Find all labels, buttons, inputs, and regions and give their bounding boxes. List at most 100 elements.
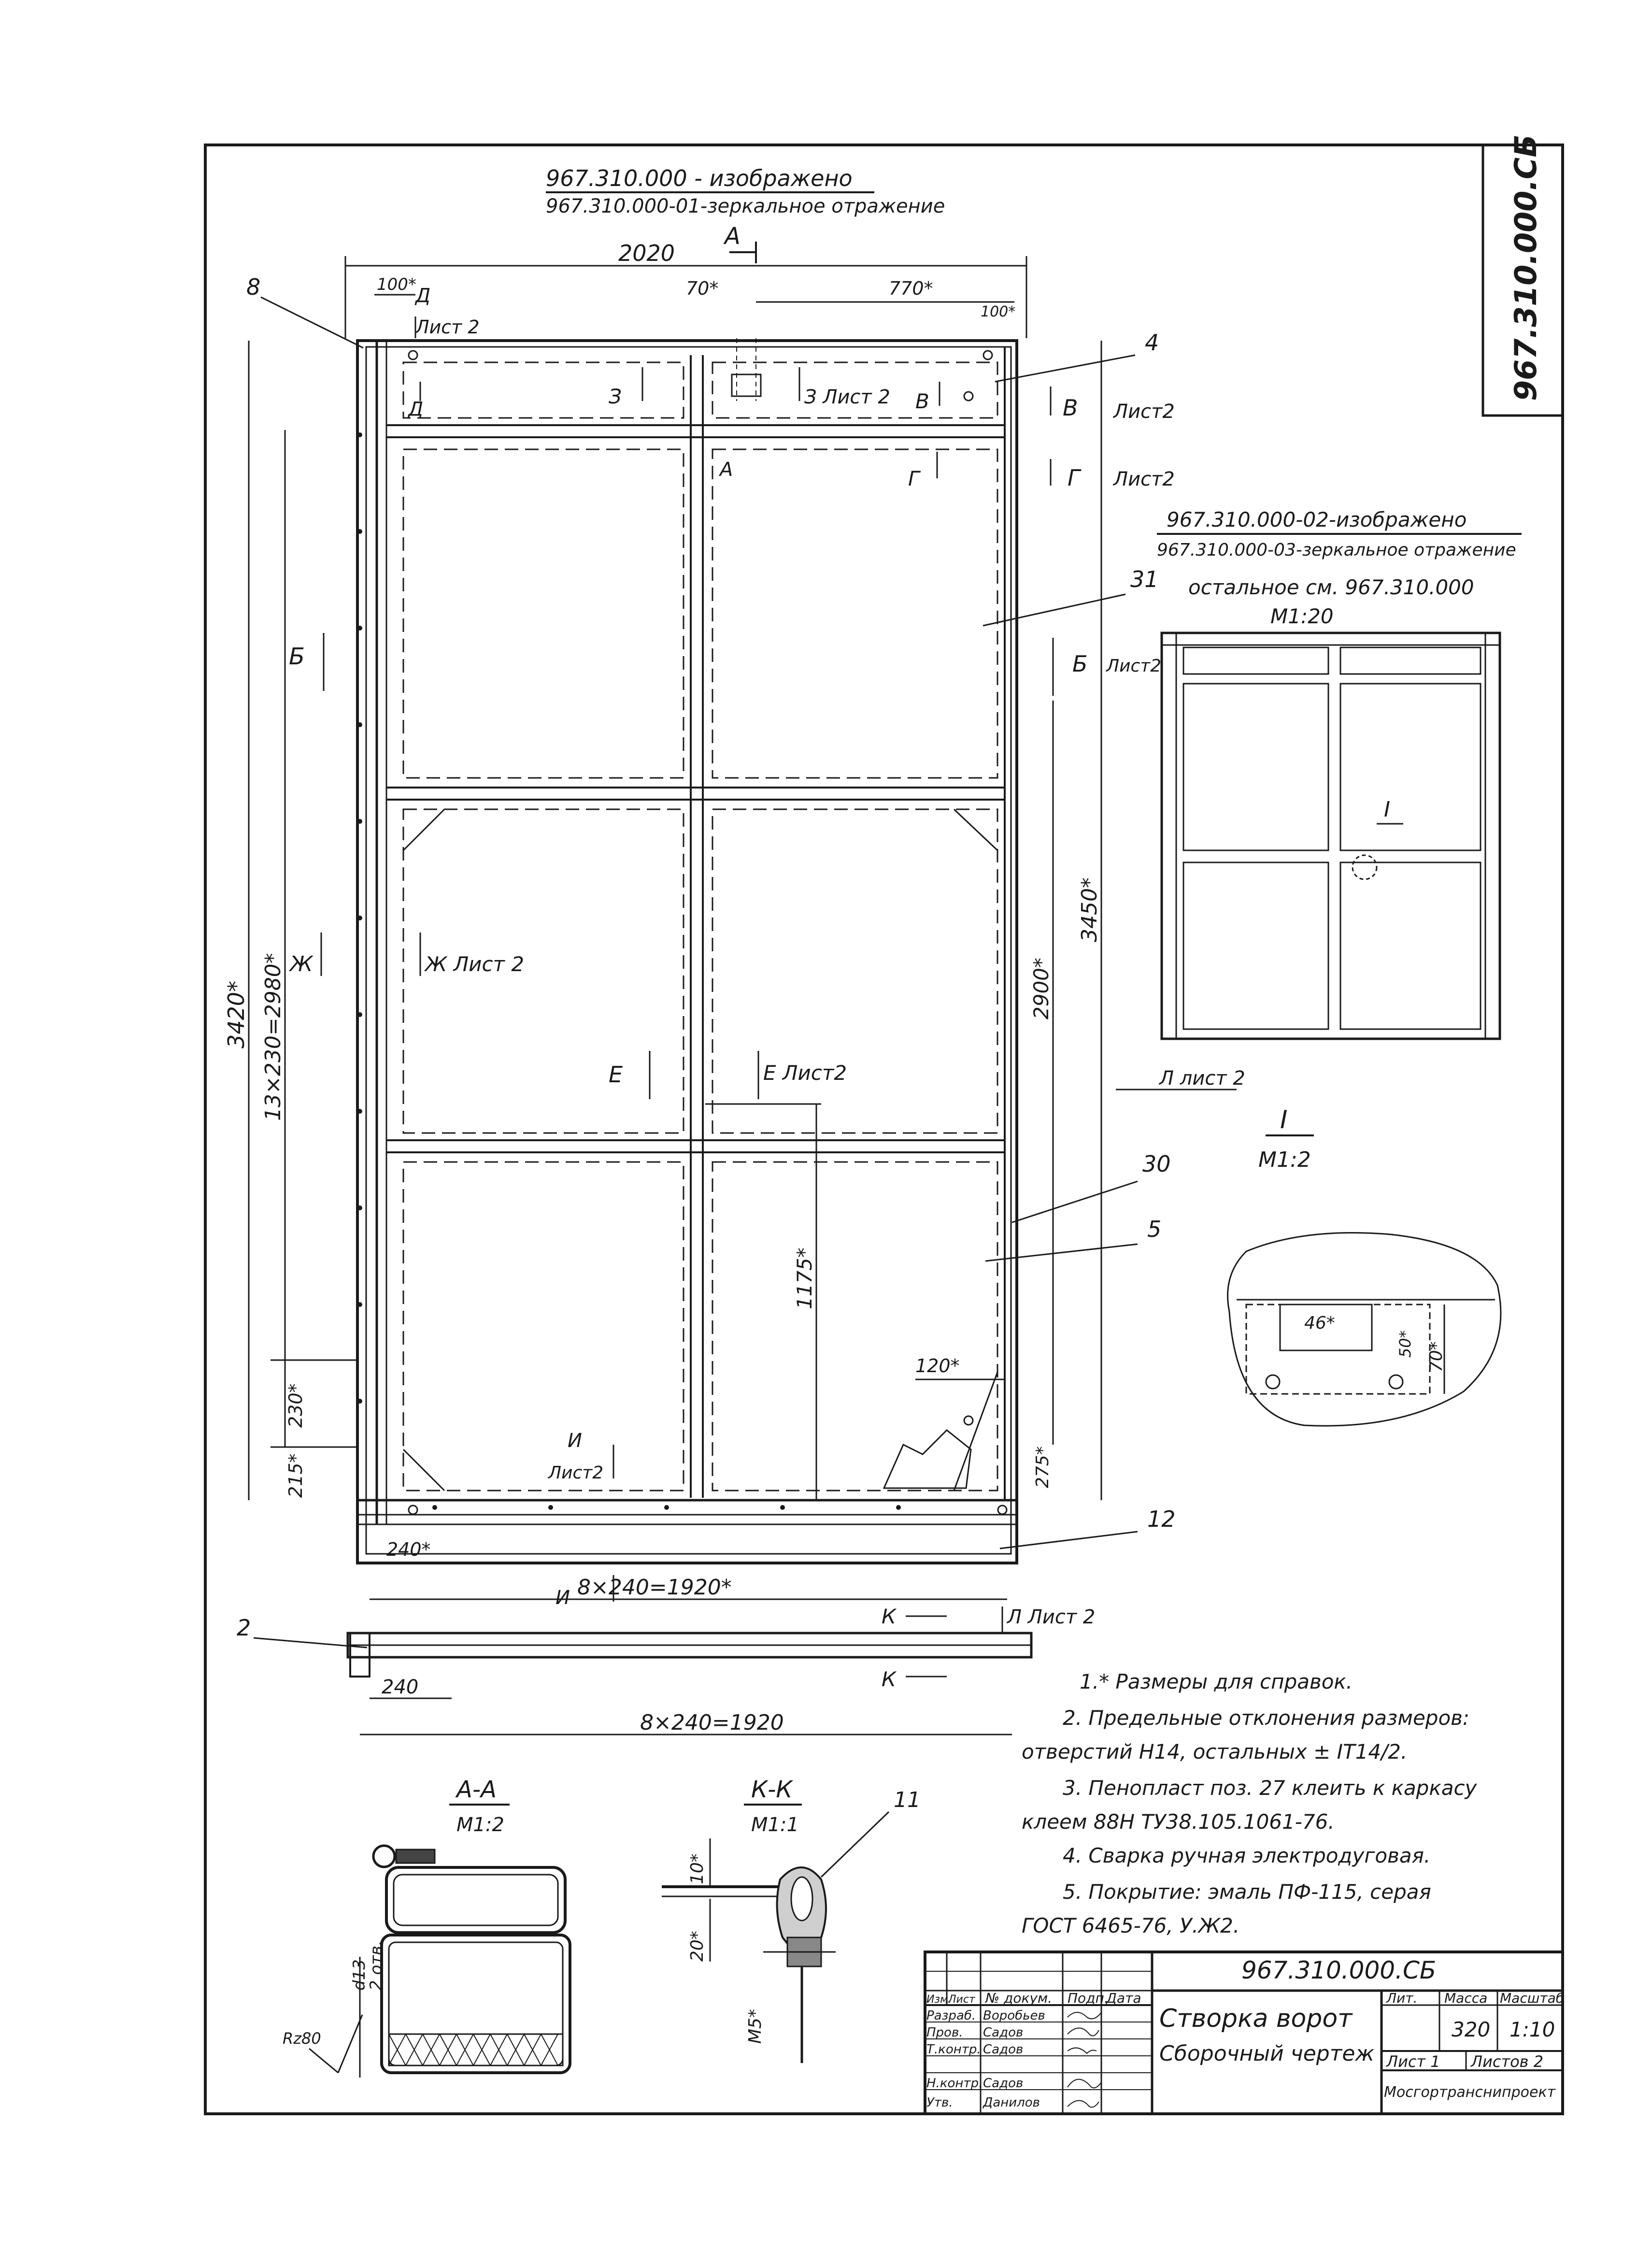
title-block: Изм. Лист № докум. Подп. Дата Разраб. Во… — [924, 1950, 1564, 2115]
detail-i-dim-50: 50* — [1396, 1330, 1414, 1358]
dim-70: 70* — [686, 278, 718, 299]
dim-13x230: 13×230=2980* — [261, 953, 285, 1121]
section-kk-dim-20: 20* — [687, 1931, 707, 1962]
doc-code-stamp — [1481, 143, 1564, 417]
dim-2900: 2900* — [1029, 958, 1053, 1019]
tb-col-date: Дата — [1105, 1990, 1141, 2006]
callout-5: 5 — [1147, 1216, 1161, 1242]
section-v-left: В — [915, 389, 929, 413]
tb-name-5: Данилов — [983, 2095, 1040, 2110]
dim-230: 230* — [285, 1383, 306, 1428]
section-i-bottom: И — [555, 1587, 570, 1609]
tb-mass-label: Масса — [1444, 1990, 1487, 2006]
tb-role-2: Т.контр. — [926, 2042, 981, 2057]
dim-770: 770* — [889, 278, 933, 299]
callout-4: 4 — [1145, 330, 1159, 356]
section-aa-scale: М1:2 — [456, 1814, 504, 1836]
small-view-scale: М1:20 — [1270, 604, 1334, 628]
callout-8: 8 — [246, 274, 260, 300]
tb-role-1: Пров. — [926, 2025, 963, 2040]
tb-col-list: Лист — [948, 1994, 976, 2006]
section-d-sheet: Лист 2 — [414, 316, 480, 338]
section-aa: А-А М1:2 Rz80 d13 2 отв. — [283, 1776, 571, 2078]
section-e-left: Е — [609, 1061, 623, 1088]
tb-scale-value: 1:10 — [1510, 2018, 1555, 2041]
tb-name2: Сборочный чертеж — [1159, 2041, 1374, 2066]
section-b-sheet: Лист2 — [1105, 656, 1161, 676]
section-g-sheet: Лист2 — [1112, 468, 1175, 490]
note-2: 2. Предельные отклонения размеров: — [1063, 1706, 1469, 1730]
section-k-bottom: К — [882, 1667, 897, 1691]
section-g-right: Г — [1068, 465, 1082, 491]
note-3: 3. Пенопласт поз. 27 клеить к каркасу — [1063, 1776, 1478, 1800]
dim-240-ref: 240* — [386, 1539, 431, 1560]
small-view-mark: I — [1384, 797, 1390, 822]
section-i-sheet: Лист2 — [547, 1463, 603, 1483]
detail-i-dim-70: 70* — [1426, 1341, 1446, 1372]
dim-120: 120* — [915, 1355, 960, 1377]
tb-name-1: Садов — [983, 2025, 1023, 2040]
tb-sheets: Листов 2 — [1470, 2052, 1543, 2071]
callout-11: 11 — [894, 1788, 921, 1812]
dim-100-left: 100* — [377, 275, 416, 294]
bottom-view: 2 Л Лист 2 К К 240 8×240=1920 — [237, 1605, 1095, 1735]
small-view: 967.310.000-02-изображено 967.310.000-03… — [1157, 508, 1522, 1040]
dim-275: 275* — [1033, 1446, 1053, 1488]
section-g-left: Г — [908, 467, 921, 490]
tb-role-5: Утв. — [926, 2095, 953, 2110]
bottom-dim-8x240: 8×240=1920 — [640, 1710, 784, 1735]
doc-code-vertical: 967.310.000.СБ — [1508, 134, 1543, 401]
section-aa-holes: 2 отв. — [367, 1940, 386, 1991]
small-view-line1: 967.310.000-02-изображено — [1167, 508, 1467, 531]
section-d-low: Д — [407, 398, 423, 420]
section-v-sheet: Лист2 — [1112, 401, 1175, 423]
tb-lit-label: Лит. — [1386, 1990, 1417, 2006]
section-a-mid: А — [718, 459, 733, 481]
small-view-note: остальное см. 967.310.000 — [1188, 575, 1474, 599]
tb-col-doc: № докум. — [984, 1990, 1052, 2006]
note-2b: отверстий Н14, остальных ± IT14/2. — [1022, 1740, 1407, 1764]
tb-col-izm: Изм. — [926, 1994, 952, 2006]
section-zh-right: Ж Лист 2 — [424, 952, 524, 976]
note-5b: ГОСТ 6465-76, У.Ж2. — [1022, 1914, 1239, 1937]
tb-org: Мосгортранснипроект — [1384, 2084, 1556, 2101]
tb-col-sign: Подп. — [1068, 1990, 1109, 2006]
dim-3420: 3420* — [223, 981, 249, 1048]
bottom-dim-240: 240 — [382, 1676, 418, 1698]
section-i-top: И — [568, 1430, 582, 1452]
section-aa-title: А-А — [455, 1776, 497, 1803]
note-3b: клеем 88Н ТУ38.105.1061-76. — [1022, 1810, 1335, 1834]
dim-215: 215* — [285, 1453, 306, 1498]
tb-doc-code: 967.310.000.СБ — [1241, 1956, 1436, 1984]
detail-i-dim-46: 46* — [1304, 1313, 1335, 1333]
section-e-right: Е Лист2 — [763, 1061, 847, 1085]
note-4: 4. Сварка ручная электродуговая. — [1063, 1844, 1430, 1867]
callout-31: 31 — [1130, 566, 1159, 592]
tb-role-0: Разраб. — [926, 2008, 976, 2023]
notes-block: 1.* Размеры для справок. 2. Предельные о… — [1022, 1670, 1478, 1937]
section-z-left: З — [609, 385, 622, 408]
section-z-right: З Лист 2 — [804, 386, 890, 408]
section-kk-scale: М1:1 — [751, 1814, 799, 1836]
header-line1: 967.310.000 - изображено — [546, 165, 853, 191]
section-b-left: Б — [289, 643, 305, 670]
main-door-view — [356, 338, 1018, 1564]
tb-scale-label: Масштаб — [1500, 1990, 1564, 2006]
section-aa-rough: Rz80 — [283, 2029, 321, 2048]
callout-2: 2 — [237, 1615, 251, 1641]
detail-i-title: I — [1280, 1105, 1287, 1134]
dim-2020: 2020 — [618, 240, 675, 266]
callout-30: 30 — [1142, 1151, 1171, 1177]
note-5: 5. Покрытие: эмаль ПФ-115, серая — [1063, 1880, 1431, 1904]
section-l-mark: Л Лист 2 — [1006, 1606, 1095, 1628]
sheet-frame — [204, 143, 1564, 2115]
callout-12: 12 — [1147, 1506, 1176, 1532]
dim-8x240-ref: 8×240=1920* — [577, 1575, 732, 1600]
section-v-right: В — [1063, 395, 1078, 421]
section-kk: К-К М1:1 11 10* 20* М5* — [662, 1776, 921, 2063]
detail-i-scale: М1:2 — [1258, 1147, 1311, 1172]
note-1: 1.* Размеры для справок. — [1080, 1670, 1353, 1693]
dim-100-right: 100* — [981, 303, 1015, 320]
detail-i: I М1:2 46* 50* 70* — [1227, 1105, 1502, 1427]
